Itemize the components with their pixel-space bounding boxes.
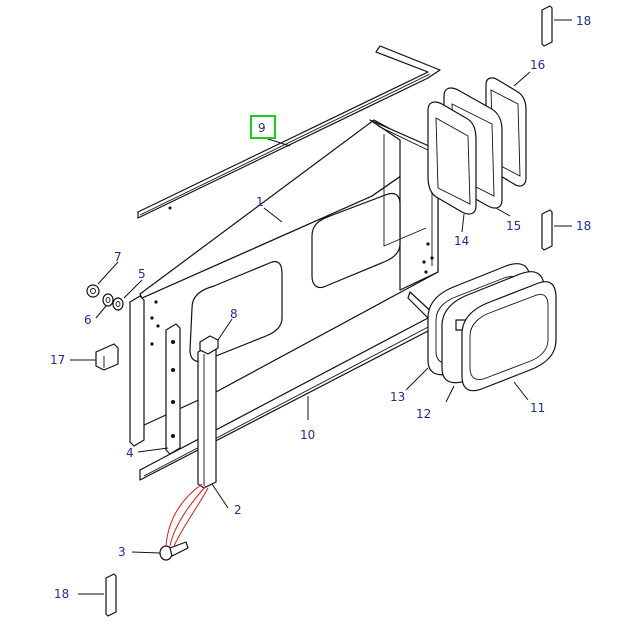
leader-lines [70, 19, 572, 595]
callout-17[interactable]: 17 [50, 353, 65, 367]
part-18-clip-bottom[interactable] [105, 573, 117, 617]
callout-10[interactable]: 10 [300, 428, 315, 442]
callout-16[interactable]: 16 [530, 58, 545, 72]
callout-18-bottom[interactable]: 18 [54, 587, 69, 601]
callout-12[interactable]: 12 [416, 407, 431, 421]
callout-3[interactable]: 3 [118, 545, 126, 559]
panel-left-edge [129, 295, 145, 447]
part-1-main-panel[interactable] [139, 119, 439, 427]
callout-18-middle[interactable]: 18 [576, 219, 591, 233]
part-4-hinge-strip[interactable] [165, 323, 181, 455]
callout-labels: 1 2 3 4 5 6 7 8 9 10 11 12 13 14 15 16 1… [50, 14, 591, 601]
part-11-glass[interactable] [461, 281, 557, 392]
part-18-clip-middle[interactable] [541, 209, 553, 251]
part-7-nut[interactable] [86, 284, 100, 298]
part-14-glass[interactable] [427, 101, 477, 215]
callout-11[interactable]: 11 [530, 401, 545, 415]
part-3-screw[interactable] [159, 541, 189, 561]
part-18-clip-top[interactable] [541, 5, 553, 47]
callout-1[interactable]: 1 [256, 195, 264, 209]
part-17-bracket[interactable] [95, 343, 119, 371]
callout-18-top[interactable]: 18 [576, 14, 591, 28]
callout-15[interactable]: 15 [506, 219, 521, 233]
part-8-cap[interactable] [199, 335, 219, 355]
callout-7[interactable]: 7 [114, 250, 122, 264]
callout-6[interactable]: 6 [84, 313, 92, 327]
callout-4[interactable]: 4 [126, 446, 134, 460]
callout-9[interactable]: 9 [258, 121, 266, 135]
callout-5[interactable]: 5 [138, 267, 146, 281]
part-5-washer[interactable] [112, 297, 124, 311]
callout-2[interactable]: 2 [234, 503, 242, 517]
fastener-leaders [165, 483, 209, 547]
callout-8[interactable]: 8 [230, 307, 238, 321]
callout-13[interactable]: 13 [390, 390, 405, 404]
part-2-vertical-post[interactable] [197, 345, 217, 489]
part-6-washer[interactable] [102, 293, 114, 307]
callout-14[interactable]: 14 [454, 234, 469, 248]
callout-9-highlight [250, 115, 276, 139]
